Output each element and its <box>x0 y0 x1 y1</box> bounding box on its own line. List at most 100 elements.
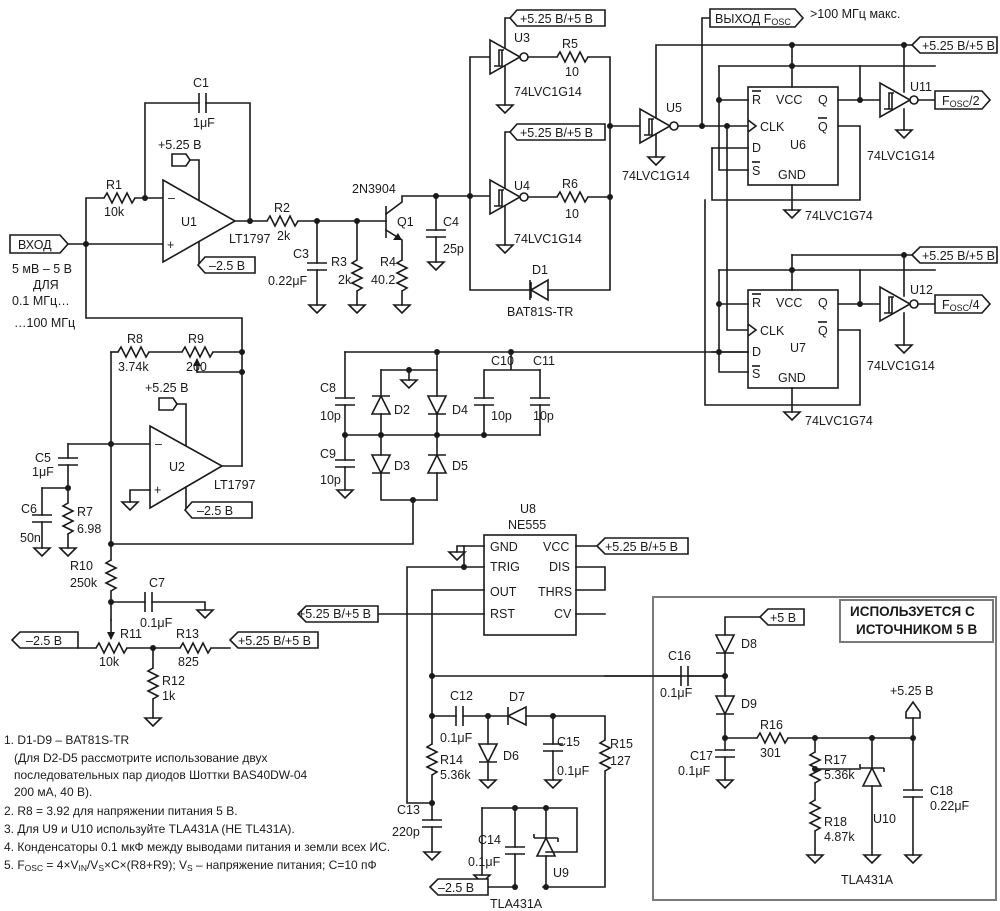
r7-resistor <box>61 502 75 535</box>
fosc4-output-flag <box>934 294 992 314</box>
svg-text:C8: C8 <box>320 381 336 395</box>
u10-shunt-regulator <box>861 766 883 787</box>
five-volt-box <box>652 596 997 901</box>
svg-text:+5 В: +5 В <box>770 611 796 625</box>
svg-text:U9: U9 <box>553 866 569 880</box>
r14-resistor <box>425 743 439 776</box>
svg-text:74LVC1G14: 74LVC1G14 <box>514 232 582 246</box>
svg-text:C5: C5 <box>35 451 51 465</box>
svg-text:C12: C12 <box>450 689 473 703</box>
svg-text:S: S <box>752 367 760 381</box>
svg-text:R4: R4 <box>380 255 396 269</box>
svg-text:–: – <box>168 191 175 205</box>
svg-text:–: – <box>155 437 162 451</box>
svg-text:0.22μF: 0.22μF <box>930 799 970 813</box>
svg-text:THRS: THRS <box>538 585 572 599</box>
svg-text:D3: D3 <box>394 459 410 473</box>
svg-text:C9: C9 <box>320 447 336 461</box>
svg-text:C17: C17 <box>690 749 713 763</box>
note-1-detail-a: (Для D2-D5 рассмотрите использование дву… <box>14 751 268 765</box>
d3-diode <box>370 454 392 475</box>
svg-text:U7: U7 <box>790 341 806 355</box>
svg-text:R16: R16 <box>760 718 783 732</box>
svg-text:R: R <box>752 296 761 310</box>
u7-box <box>747 289 839 389</box>
svg-text:–2.5 В: –2.5 В <box>197 504 233 518</box>
fosc2-output-flag <box>934 90 992 110</box>
svg-text:C13: C13 <box>397 803 420 817</box>
svg-text:74LVC1G74: 74LVC1G74 <box>805 209 873 223</box>
svg-text:C14: C14 <box>478 833 501 847</box>
svg-text:S: S <box>752 164 760 178</box>
c14-capacitor <box>505 846 525 855</box>
svg-text:+5.25 В: +5.25 В <box>145 381 188 395</box>
ne555-stage: U8 NE555 GND VCC TRIG DIS OUT THRS RST C… <box>296 502 726 911</box>
svg-text:TRIG: TRIG <box>490 560 520 574</box>
c13-capacitor <box>422 819 442 828</box>
d9-diode <box>714 695 736 716</box>
input-range-4: …100 МГц <box>14 316 75 330</box>
note-2: 2. R8 = 3.92 для напряжении питания 5 В. <box>4 804 238 818</box>
svg-text:VCC: VCC <box>776 93 802 107</box>
svg-text:D9: D9 <box>741 697 757 711</box>
svg-text:2N3904: 2N3904 <box>352 182 396 196</box>
svg-text:250k: 250k <box>70 576 98 590</box>
svg-text:U10: U10 <box>873 812 896 826</box>
svg-text:BAT81S-TR: BAT81S-TR <box>507 305 573 319</box>
d5-diode <box>426 453 448 474</box>
note-5: 5. FOSC = 4×VIN/VS×C×(R8+R9); VS – напря… <box>4 858 377 873</box>
svg-text:R: R <box>752 93 761 107</box>
svg-text:C11: C11 <box>533 354 555 368</box>
svg-text:R1: R1 <box>106 178 122 192</box>
svg-text:2k: 2k <box>277 229 291 243</box>
input-stage: ВХОД 5 мВ – 5 В ДЛЯ 0.1 МГц… …100 МГц R1… <box>9 76 473 330</box>
svg-text:74LVC1G14: 74LVC1G14 <box>867 149 935 163</box>
svg-text:10p: 10p <box>533 409 554 423</box>
svg-text:R3: R3 <box>331 255 347 269</box>
svg-text:5.36k: 5.36k <box>824 768 855 782</box>
svg-text:TLA431A: TLA431A <box>841 873 894 887</box>
svg-text:10k: 10k <box>99 655 120 669</box>
svg-text:+5.25 В/+5 В: +5.25 В/+5 В <box>520 12 593 26</box>
r5-resistor <box>556 50 589 64</box>
svg-text:10: 10 <box>565 65 579 79</box>
svg-text:LT1797: LT1797 <box>229 232 271 246</box>
svg-text:220p: 220p <box>392 825 420 839</box>
r10-resistor <box>104 559 118 592</box>
svg-text:+: + <box>167 238 174 252</box>
svg-text:0.22μF: 0.22μF <box>268 274 308 288</box>
svg-text:D2: D2 <box>394 403 410 417</box>
svg-text:1μF: 1μF <box>32 465 54 479</box>
c8-capacitor <box>335 397 355 406</box>
c6-capacitor <box>32 514 52 523</box>
svg-text:U3: U3 <box>514 31 530 45</box>
svg-text:>100 МГц макс.: >100 МГц макс. <box>810 7 900 21</box>
svg-text:127: 127 <box>610 754 631 768</box>
svg-text:Q1: Q1 <box>397 215 414 229</box>
svg-text:–2.5 В: –2.5 В <box>438 881 474 895</box>
svg-text:200: 200 <box>186 360 207 374</box>
svg-text:25p: 25p <box>443 242 464 256</box>
svg-text:ВЫХОД FOSC: ВЫХОД FOSC <box>715 12 791 27</box>
svg-text:FOSC/4: FOSC/4 <box>942 298 980 313</box>
d6-diode <box>477 743 499 764</box>
svg-text:CLK: CLK <box>760 120 785 134</box>
svg-text:10p: 10p <box>320 473 341 487</box>
note-3: 3. Для U9 и U10 используйте TLA431A (НЕ … <box>4 822 295 836</box>
svg-text:C15: C15 <box>557 735 580 749</box>
u8-ne555 <box>483 534 577 636</box>
svg-text:R12: R12 <box>162 674 185 688</box>
svg-text:U1: U1 <box>181 215 197 229</box>
input-range-3: 0.1 МГц… <box>12 294 70 308</box>
r15-resistor <box>598 739 612 772</box>
svg-text:CLK: CLK <box>760 324 785 338</box>
c10-capacitor <box>474 397 494 406</box>
c3-capacitor <box>307 262 327 271</box>
svg-text:C1: C1 <box>193 76 209 90</box>
r9-potentiometer <box>181 345 214 359</box>
svg-text:U4: U4 <box>514 179 530 193</box>
r2-resistor <box>266 214 299 228</box>
r8-resistor <box>117 345 150 359</box>
svg-text:NE555: NE555 <box>508 518 546 532</box>
c4-capacitor <box>426 229 446 238</box>
